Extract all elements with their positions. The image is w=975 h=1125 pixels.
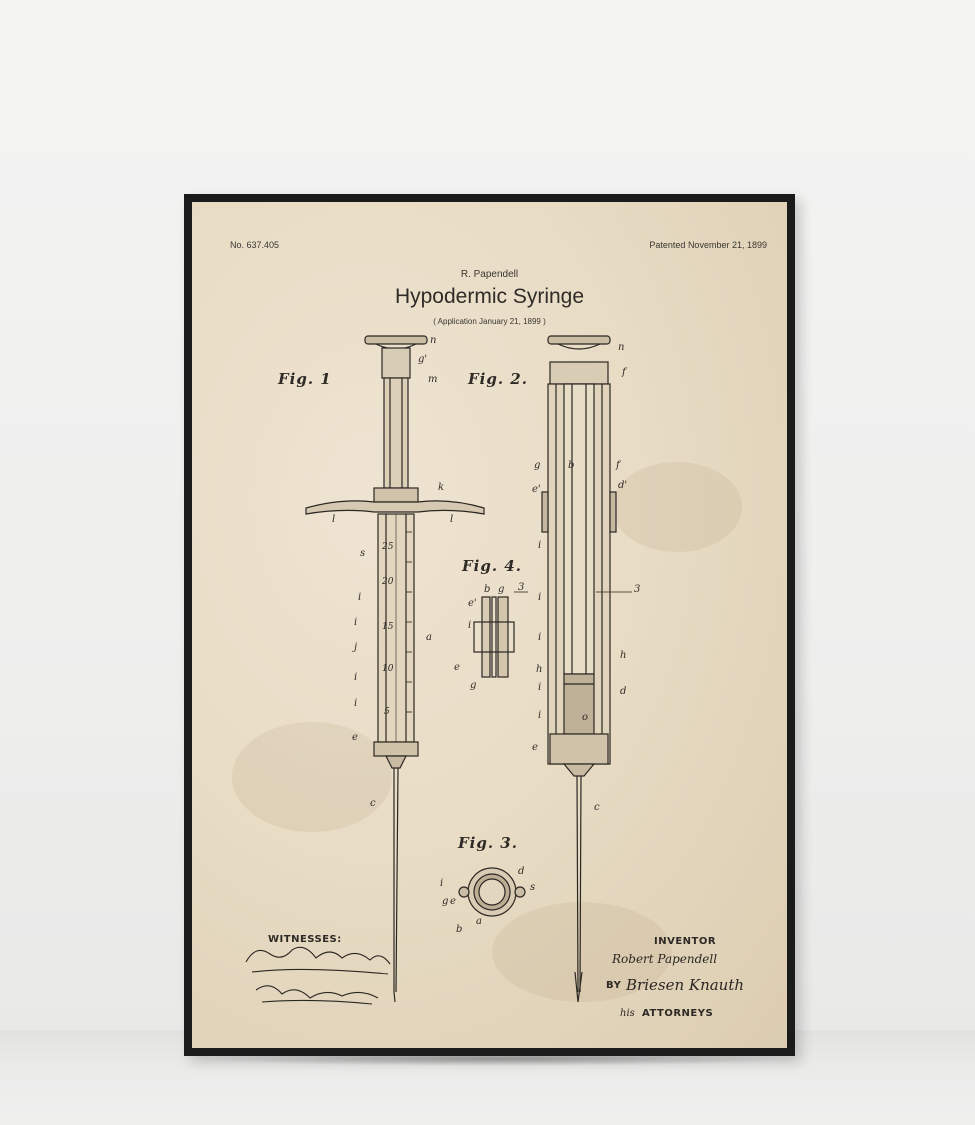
fig-letter-label: a (426, 632, 432, 643)
author-name: R. Papendell (460, 269, 519, 280)
scale-mark: 25 (382, 542, 394, 552)
fig-letter-label: j (354, 642, 358, 653)
fig-letter-label: i (538, 540, 542, 551)
patent-number: No. 637.405 (230, 240, 280, 250)
fig-letter-label: f (622, 367, 626, 378)
fig-letter-label: d' (618, 480, 628, 491)
paper-stain (232, 722, 392, 832)
fig2-label: Fig. 2. (468, 370, 528, 388)
fig-letter-label: i (354, 672, 358, 683)
fig-letter-label: 3 (634, 584, 641, 595)
patented-date: Patented November 21, 1899 (649, 240, 767, 250)
paper-stain (612, 462, 742, 552)
fig-letter-label: i (468, 620, 472, 631)
fig-letter-label: c (370, 798, 376, 809)
fig-letter-label: a (476, 916, 482, 927)
scale-mark: 15 (382, 622, 394, 632)
fig-letter-label: i (354, 617, 358, 628)
fig-letter-label: g' (418, 354, 428, 365)
fig-letter-label: e (532, 742, 538, 753)
attorneys-label: ATTORNEYS (642, 1008, 714, 1019)
inventor-label: INVENTOR (654, 936, 717, 947)
fig-letter-label: f (616, 460, 620, 471)
scale-mark: 5 (384, 707, 390, 717)
fig-letter-label: e' (532, 484, 541, 495)
fig-letter-label: e' (468, 598, 477, 609)
fig-letter-label: m (428, 374, 438, 385)
fig-letter-label: b (484, 584, 491, 595)
fig-letter-label: i (538, 710, 542, 721)
fig-letter-label: i (358, 592, 362, 603)
poster-frame: No. 637.405 Patented November 21, 1899 R… (184, 194, 795, 1056)
fig3-label: Fig. 3. (458, 834, 518, 852)
fig-letter-label: n (430, 335, 437, 346)
fig-letter-label: g (470, 680, 477, 691)
fig-letter-label: b (568, 460, 575, 471)
fig-letter-label: b (456, 924, 463, 935)
fig4-label: Fig. 4. (462, 557, 522, 575)
fig-letter-label: d (620, 686, 627, 697)
fig3-crosssection (458, 867, 526, 917)
fig-letter-label: i (354, 698, 358, 709)
fig-letter-label: k (438, 482, 445, 493)
fig-letter-label: e (352, 732, 358, 743)
fig-letter-label: s (530, 882, 536, 893)
attorneys-prefix: his (620, 1008, 635, 1019)
fig1-label: Fig. 1 (278, 370, 332, 388)
fig-letter-label: i (538, 592, 542, 603)
fig4-detail (473, 591, 528, 678)
fig-letter-label: e (454, 662, 460, 673)
fig-letter-label: i (538, 682, 542, 693)
scale-mark: 20 (382, 577, 394, 587)
paper-stain (492, 902, 672, 1002)
application-date: ( Application January 21, 1899 ) (433, 317, 546, 326)
fig-letter-label: h (536, 664, 543, 675)
patent-paper: No. 637.405 Patented November 21, 1899 R… (192, 202, 787, 1048)
attorneys-signature: Briesen Knauth (626, 976, 745, 994)
patent-title: Hypodermic Syringe (394, 285, 585, 308)
fig-letter-label: l (450, 514, 454, 525)
inventor-signature: Robert Papendell (612, 952, 718, 966)
syringe-drawings (305, 335, 632, 1003)
fig-letter-label: o (582, 712, 589, 723)
fig-letter-label: g (534, 460, 541, 471)
witness-signatures (245, 946, 391, 1005)
by-label: BY (606, 980, 622, 991)
fig1-syringe (305, 335, 485, 1003)
witnesses-label: WITNESSES: (268, 934, 342, 945)
fig-letter-label: i (538, 632, 542, 643)
fig2-syringe (541, 335, 632, 1003)
fig-letter-label: d (518, 866, 525, 877)
fig-letter-label: i (440, 878, 444, 889)
fig-letter-label: h (620, 650, 627, 661)
scale-mark: 10 (382, 664, 394, 674)
fig-letter-label: e (450, 896, 456, 907)
fig-letter-label: c (594, 802, 600, 813)
fig-letter-label: l (332, 514, 336, 525)
fig-letter-label: g (442, 896, 449, 907)
fig-letter-label: g (498, 584, 505, 595)
fig-letter-label: s (360, 548, 366, 559)
fig-letter-label: n (618, 342, 625, 353)
fig-letter-label: 3 (518, 582, 525, 593)
